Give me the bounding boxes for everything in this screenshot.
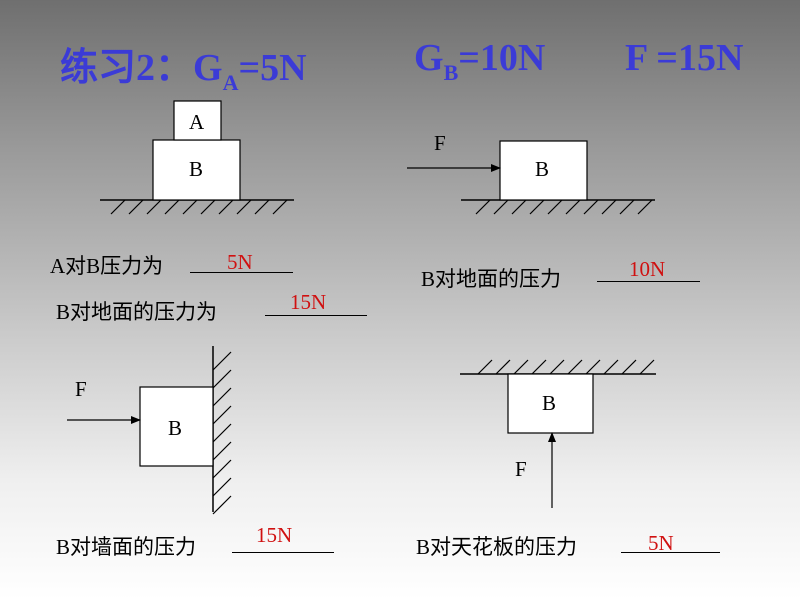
panel2-question: B对地面的压力 xyxy=(421,267,562,291)
panel3-answer-blank xyxy=(232,552,334,553)
panel3-answer: 15N xyxy=(256,523,293,547)
panel3-question: B对墙面的压力 xyxy=(56,535,197,559)
panel1-block-a xyxy=(173,100,222,141)
panel1-ground-hatch xyxy=(110,199,288,215)
panel3-wall-hatch xyxy=(212,351,232,515)
panel4-block-label: B xyxy=(542,391,557,415)
panel2-diagram xyxy=(407,140,655,215)
panel3-force-label: F xyxy=(75,377,87,401)
gb-symbol: G xyxy=(414,37,444,79)
panel2-block-label: B xyxy=(535,157,550,181)
force-title: F =15N xyxy=(625,37,744,79)
panel4-ceiling-hatch xyxy=(477,359,655,375)
ga-subscript: A xyxy=(222,70,239,95)
panel1-answer-2: 15N xyxy=(290,290,327,314)
panel1-answer-blank-1 xyxy=(190,272,293,273)
panel4-block-b xyxy=(507,373,594,434)
panel3-block-label: B xyxy=(168,416,183,440)
panel1-answer-blank-2 xyxy=(265,315,367,316)
title-prefix: 练习2： xyxy=(60,47,194,89)
panel4-question: B对天花板的压力 xyxy=(416,535,578,559)
panel4-force-label: F xyxy=(515,457,527,481)
ga-value: =5N xyxy=(238,47,307,89)
panel1-answer-1: 5N xyxy=(227,250,253,274)
gb-title: GB=10N xyxy=(414,36,545,86)
panel2-answer: 10N xyxy=(629,257,666,281)
panel2-answer-blank xyxy=(597,281,700,282)
gb-subscript: B xyxy=(443,60,459,85)
panel2-ground-hatch xyxy=(475,199,653,215)
panel1-block-a-label: A xyxy=(189,110,205,134)
panel2-block-b xyxy=(499,140,588,201)
panel3-diagram xyxy=(67,346,232,515)
ga-symbol: G xyxy=(193,47,223,89)
panel4-answer-blank xyxy=(621,552,720,553)
panel1-question-2: B对地面的压力为 xyxy=(56,300,218,324)
gb-value: =10N xyxy=(458,37,546,79)
panel1-block-b xyxy=(152,139,241,201)
panel4-diagram xyxy=(460,359,656,508)
panel2-force-label: F xyxy=(434,131,446,155)
panel3-block-b xyxy=(139,386,214,467)
exercise-title: 练习2：GA=5N xyxy=(60,36,307,96)
panel1-question-1: A对B压力为 xyxy=(50,254,164,278)
panel4-answer: 5N xyxy=(648,531,674,555)
panel1-block-b-label: B xyxy=(189,157,204,181)
panel1-diagram xyxy=(100,100,294,215)
